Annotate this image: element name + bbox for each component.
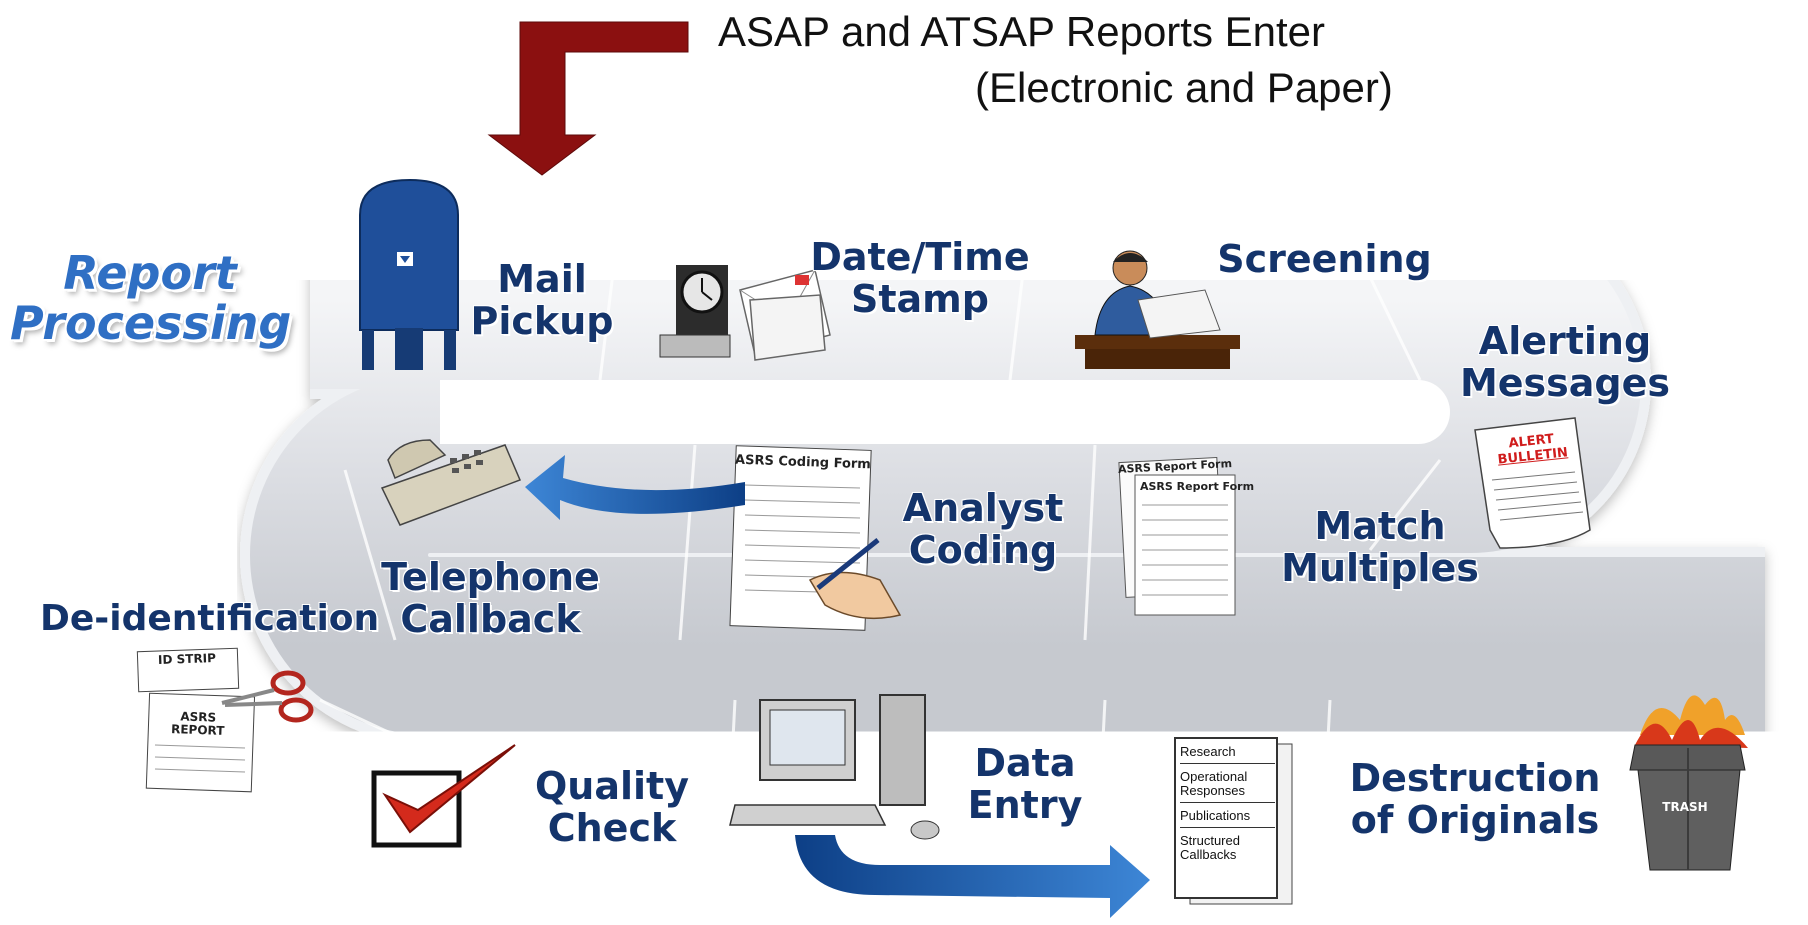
step-alerting-messages-line-2: Messages <box>1459 361 1671 405</box>
time-clock-icon <box>659 265 731 358</box>
step-destruction-line-1: Destruction <box>1349 756 1601 800</box>
step-telephone-callback-line-1: Telephone <box>381 555 600 599</box>
step-analyst-coding-line-2: Coding <box>908 528 1058 572</box>
step-telephone-callback-line-2: Callback <box>400 597 581 641</box>
step-analyst-coding-line-1: Analyst <box>902 486 1064 530</box>
step-screening: Screening <box>1212 238 1437 280</box>
step-match-multiples-line-2: Multiples <box>1281 546 1479 590</box>
trash-fire-icon <box>1629 695 1748 871</box>
step-data-entry-line-2: Entry <box>967 783 1083 827</box>
id-strip-report-icon <box>136 647 256 793</box>
step-alerting-messages-line-1: Alerting <box>1478 319 1652 363</box>
step-date-time-stamp: Date/Time Stamp <box>810 236 1030 320</box>
output-item-operational-responses: Operational Responses <box>1180 764 1275 803</box>
step-telephone-callback: Telephone Callback <box>373 556 608 640</box>
envelopes-icon <box>739 269 831 361</box>
callback-flow-arrow <box>525 455 745 520</box>
step-destruction-line-2: of Originals <box>1350 798 1600 842</box>
step-mail-pickup-line-2: Pickup <box>470 299 614 343</box>
title-line-1: Report <box>63 246 237 300</box>
header-line-2: (Electronic and Paper) <box>975 64 1393 111</box>
output-flow-arrow <box>795 835 1150 918</box>
writing-hand-icon <box>808 538 902 620</box>
diagram-title: Report Processing <box>10 246 292 350</box>
step-match-multiples: Match Multiples <box>1265 505 1495 589</box>
step-quality-check-line-2: Check <box>547 806 677 850</box>
mailbox-icon <box>359 178 459 370</box>
telephone-icon <box>380 439 521 526</box>
header-line-1: ASAP and ATSAP Reports Enter <box>718 8 1326 55</box>
step-mail-pickup: Mail Pickup <box>462 258 622 342</box>
step-alerting-messages: Alerting Messages <box>1455 320 1675 404</box>
output-item-research: Research <box>1180 742 1275 764</box>
title-line-2: Processing <box>10 296 292 350</box>
step-data-entry-line-1: Data <box>974 741 1076 785</box>
step-de-identification-line-1: De-identification <box>40 598 380 639</box>
track-surface <box>250 211 1765 735</box>
step-match-multiples-line-1: Match <box>1314 504 1446 548</box>
trash-label: TRASH <box>1662 800 1708 814</box>
computer-icon <box>729 694 940 840</box>
output-list: Research Operational Responses Publicati… <box>1180 742 1275 866</box>
output-item-structured-callbacks: Structured Callbacks <box>1180 833 1240 862</box>
step-mail-pickup-line-1: Mail <box>497 257 587 301</box>
output-item-publications: Publications <box>1180 803 1275 828</box>
track-gap-upper <box>440 380 1450 444</box>
step-screening-line-1: Screening <box>1217 237 1432 281</box>
screening-man-icon <box>1075 250 1240 369</box>
step-de-identification: De-identification <box>40 598 380 640</box>
step-data-entry: Data Entry <box>955 742 1095 826</box>
step-quality-check-line-1: Quality <box>535 764 689 808</box>
asrs-report-line-2: REPORT <box>170 722 225 738</box>
serpentine-track <box>240 201 1765 745</box>
report-forms-icon <box>1118 456 1236 616</box>
scissors-icon <box>221 670 314 723</box>
step-analyst-coding: Analyst Coding <box>893 487 1073 571</box>
step-destruction-of-originals: Destruction of Originals <box>1330 757 1620 841</box>
segment-dividers <box>319 214 1442 896</box>
check-box-icon <box>371 744 516 848</box>
entry-arrow <box>487 21 689 176</box>
id-strip-label: ID STRIP <box>157 650 217 668</box>
asrs-report-label: ASRS REPORT <box>168 709 229 738</box>
step-quality-check: Quality Check <box>527 765 697 849</box>
step-date-time-stamp-line-1: Date/Time <box>810 235 1030 279</box>
step-date-time-stamp-line-2: Stamp <box>851 277 989 321</box>
report-form-label-front: ASRS Report Form <box>1140 480 1255 493</box>
alert-bulletin-icon <box>1474 417 1591 549</box>
output-documents-icon <box>1174 737 1293 905</box>
